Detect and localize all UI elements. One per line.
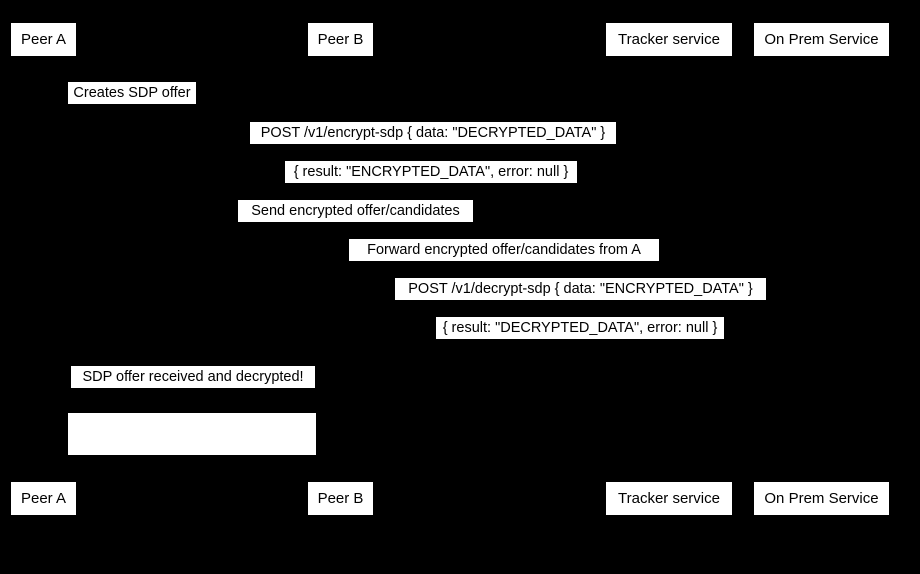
lifeline-on-prem-service	[821, 57, 822, 481]
lifeline-tracker-service	[669, 57, 670, 481]
note-create-sdp-answer-line-2: using the same mechanism	[103, 516, 281, 532]
message-post-decrypt-sdp: POST /v1/decrypt-sdp { data: "ENCRYPTED_…	[395, 278, 766, 300]
participant-top-peer-a[interactable]: Peer A	[10, 22, 77, 57]
participant-top-tracker-service[interactable]: Tracker service	[605, 22, 733, 57]
message-send-encrypted-offer-candidates: Send encrypted offer/candidates	[238, 200, 473, 222]
message-creates-sdp-offer: Creates SDP offer	[68, 82, 196, 104]
message-forward-encrypted-offer-candidates: Forward encrypted offer/candidates from …	[349, 239, 659, 261]
participant-bottom-peer-b[interactable]: Peer B	[307, 481, 374, 516]
message-encrypt-sdp-response: { result: "ENCRYPTED_DATA", error: null …	[285, 161, 577, 183]
note-create-sdp-answer: Create SDP answer and send to An using t…	[68, 413, 316, 532]
note-create-sdp-answer-line-1: Create SDP answer and send to An	[77, 456, 307, 472]
lifeline-peer-a	[43, 57, 44, 481]
message-sdp-offer-received-and-decrypted: SDP offer received and decrypted!	[71, 366, 315, 388]
message-post-encrypt-sdp: POST /v1/encrypt-sdp { data: "DECRYPTED_…	[250, 122, 616, 144]
message-decrypt-sdp-response: { result: "DECRYPTED_DATA", error: null …	[436, 317, 724, 339]
participant-bottom-on-prem-service[interactable]: On Prem Service	[753, 481, 890, 516]
participant-top-peer-b[interactable]: Peer B	[307, 22, 374, 57]
participant-bottom-tracker-service[interactable]: Tracker service	[605, 481, 733, 516]
lifeline-peer-b	[340, 57, 341, 481]
participant-top-on-prem-service[interactable]: On Prem Service	[753, 22, 890, 57]
sequence-diagram-canvas: Peer A Peer B Tracker service On Prem Se…	[10, 22, 890, 532]
participant-bottom-peer-a[interactable]: Peer A	[10, 481, 77, 516]
